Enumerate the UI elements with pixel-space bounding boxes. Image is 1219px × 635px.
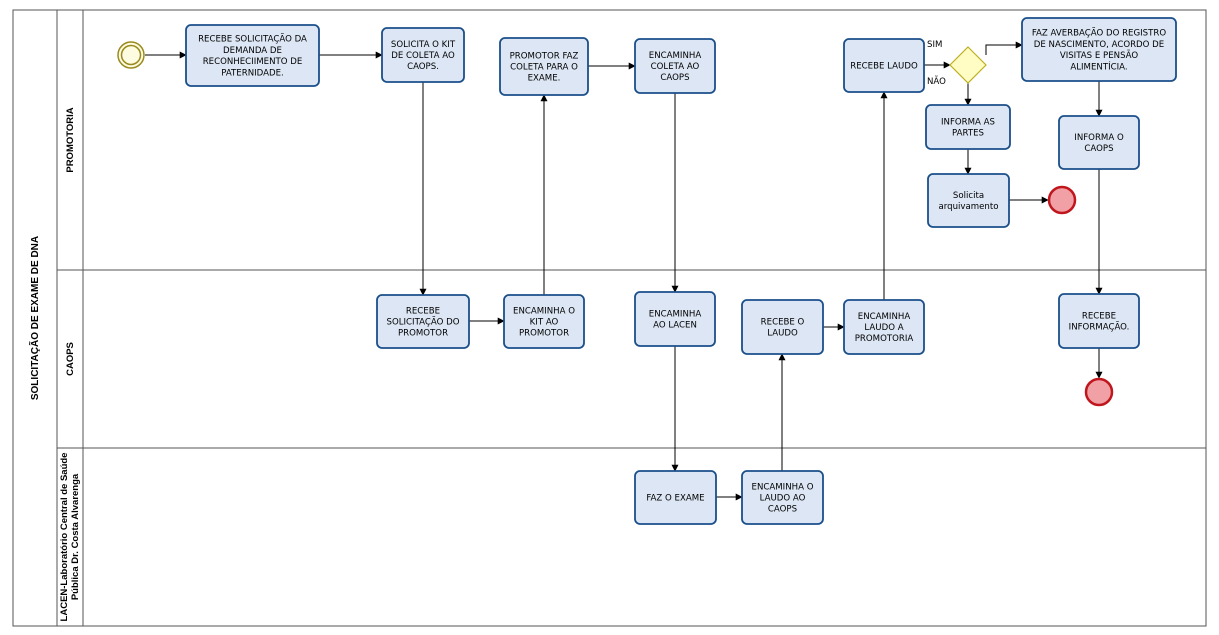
task-label-line: KIT AO bbox=[530, 318, 559, 328]
lane-title-caops: CAOPS bbox=[65, 342, 76, 376]
task-box bbox=[843, 299, 925, 355]
task-box bbox=[927, 173, 1010, 228]
task-label-line: INFORMA AS bbox=[941, 117, 995, 127]
task-label-line: INFORMAÇÃO. bbox=[1069, 322, 1130, 333]
lane-title-lacen-line2: Pública Dr. Costa Alvarenga bbox=[70, 473, 81, 600]
task-label-line: SOLICITAÇÃO DO bbox=[387, 317, 460, 328]
task-box bbox=[503, 294, 585, 349]
gateway-no-label: NÃO bbox=[927, 76, 946, 87]
task-label-line: AO LACEN bbox=[653, 321, 697, 331]
task-t13: RECEBE O LAUDO bbox=[741, 299, 824, 355]
pool: SOLICITAÇÃO DE EXAME DE DNA PROMOTORIA C… bbox=[12, 9, 1207, 627]
task-label-line: RECEBE O bbox=[761, 317, 805, 327]
flow-gateway-yes-to-t6 bbox=[985, 41, 1023, 55]
task-label-line: PARTES bbox=[952, 129, 984, 139]
task-t5: RECEBE LAUDO bbox=[843, 38, 925, 93]
task-box bbox=[499, 37, 589, 96]
task-box bbox=[376, 294, 470, 349]
task-label-line: DE COLETA AO bbox=[391, 51, 455, 61]
task-label-line: PROMOTOR bbox=[398, 329, 448, 339]
task-label-line: INFORMA O bbox=[1074, 133, 1124, 143]
task-label-line: ENCAMINHA bbox=[649, 309, 702, 319]
task-label-line: ENCAMINHA bbox=[649, 51, 702, 61]
task-label-line: CAOPS. bbox=[407, 62, 439, 72]
task-label-line: RECEBE LAUDO bbox=[850, 62, 918, 72]
task-label-line: RECEBE bbox=[406, 306, 440, 316]
task-box bbox=[741, 470, 824, 525]
lane-title-promotoria: PROMOTORIA bbox=[65, 107, 76, 172]
task-label-line: PROMOTORIA bbox=[855, 334, 914, 344]
task-t12: ENCAMINHA AO LACEN bbox=[634, 291, 716, 347]
gateway-yes-label: SIM bbox=[927, 40, 942, 50]
task-label-line: PROMOTOR FAZ bbox=[510, 51, 579, 61]
task-label-line: LAUDO AO bbox=[760, 494, 806, 504]
task-label-line: RECEBE SOLICITAÇÃO DA bbox=[198, 34, 307, 45]
task-label-line: EXAME. bbox=[528, 74, 561, 84]
task-label-line: RECEBE bbox=[1082, 311, 1116, 321]
task-box bbox=[634, 38, 716, 94]
task-label-line: ALIMENTÍCIA. bbox=[1070, 60, 1127, 72]
sequence-flows bbox=[145, 41, 1103, 501]
task-label-line: Solicita bbox=[953, 191, 984, 201]
task-label-line: LAUDO bbox=[767, 329, 798, 339]
task-label-line: ENCAMINHA bbox=[858, 312, 911, 322]
task-label-line: COLETA AO bbox=[651, 62, 700, 72]
task-label-line: CAOPS bbox=[768, 505, 797, 515]
lane-title-lacen-line1: LACEN-Laboratório Central de Saúde bbox=[59, 453, 70, 622]
task-box bbox=[634, 470, 717, 525]
end-event-information bbox=[1084, 377, 1114, 407]
task-t7: INFORMA AS PARTES bbox=[925, 104, 1011, 150]
pool-title: SOLICITAÇÃO DE EXAME DE DNA bbox=[28, 236, 41, 400]
task-label-line: CAOPS bbox=[1084, 144, 1113, 154]
task-box bbox=[925, 104, 1011, 150]
task-label-line: DE NASCIMENTO, ACORDO DE bbox=[1034, 40, 1164, 50]
start-event bbox=[117, 41, 145, 69]
task-label-line: FAZ O EXAME bbox=[646, 494, 704, 504]
task-box bbox=[381, 27, 465, 83]
task-label-line: FAZ AVERBAÇÃO DO REGISTRO bbox=[1032, 28, 1166, 39]
task-label-line: RECONHECIIMENTO DE bbox=[203, 57, 303, 67]
task-label-line: COLETA PARA O bbox=[510, 63, 578, 73]
task-box bbox=[1058, 115, 1140, 170]
task-box bbox=[741, 299, 824, 355]
task-box bbox=[1021, 17, 1177, 82]
exclusive-gateway bbox=[949, 46, 987, 84]
task-label-line: VISITAS E PENSÃO bbox=[1060, 50, 1139, 61]
task-label-line: ENCAMINHA O bbox=[513, 306, 575, 316]
task-label-line: CAOPS bbox=[660, 73, 689, 83]
task-label-line: LAUDO A bbox=[864, 323, 903, 333]
task-box bbox=[1058, 293, 1140, 349]
task-box bbox=[634, 291, 716, 347]
task-label-line: PROMOTOR bbox=[519, 329, 569, 339]
task-label-line: ENCAMINHA O bbox=[752, 482, 814, 492]
task-t16: FAZ O EXAME bbox=[634, 470, 717, 525]
task-label-line: SOLICITA O KIT bbox=[391, 40, 456, 50]
end-event-archive bbox=[1047, 185, 1077, 215]
task-label-line: arquivamento bbox=[938, 202, 998, 212]
task-box bbox=[843, 38, 925, 93]
task-box bbox=[185, 24, 320, 87]
task-label-line: DEMANDA DE bbox=[223, 46, 282, 56]
task-label-line: PATERNIDADE. bbox=[221, 68, 284, 78]
